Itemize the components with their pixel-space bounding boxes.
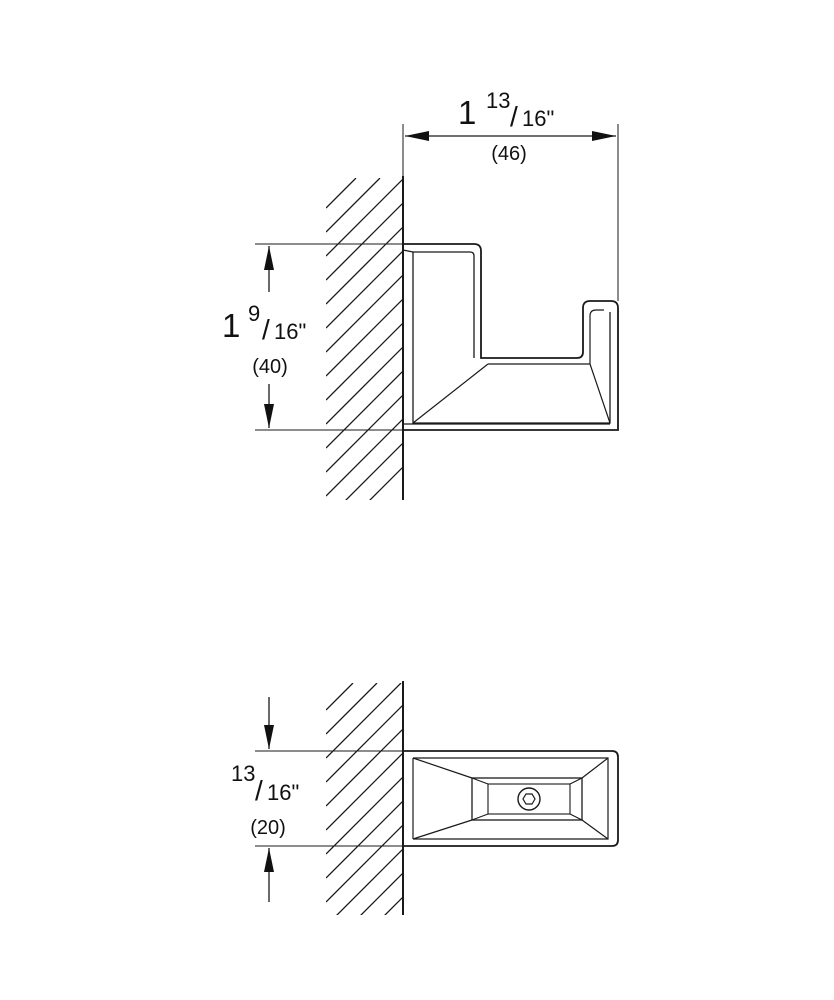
depth-num: 13: [231, 761, 255, 786]
hook-body-inner: [413, 757, 609, 840]
base-plate-side: [402, 249, 414, 253]
depth-mm: (20): [250, 817, 286, 839]
wall-hatching-top: [326, 178, 403, 500]
width-den: 16": [522, 106, 554, 131]
width-whole: 1: [458, 94, 476, 131]
center-recess-inner: [487, 783, 571, 815]
height-mm: (40): [252, 356, 288, 378]
side-view: 1 13 / 16" (46) 1 9 / 16" (40): [222, 88, 619, 500]
wall-hatching-bottom: [326, 683, 403, 915]
center-recess: [471, 777, 583, 821]
width-mm: (46): [491, 143, 527, 165]
height-whole: 1: [222, 307, 240, 344]
chamfer-left: [412, 363, 489, 424]
width-num: 13: [486, 88, 510, 113]
chamfer-right: [589, 363, 611, 424]
hook-outline: [403, 243, 619, 431]
set-screw-icon: [517, 787, 541, 811]
height-den: 16": [274, 319, 306, 344]
depth-den: 16": [267, 780, 299, 805]
hook-inner-top: [413, 251, 475, 358]
plan-view: 13 / 16" (20): [231, 681, 619, 915]
hex-socket-icon: [522, 793, 536, 805]
height-slash: /: [262, 314, 270, 345]
width-slash: /: [510, 101, 518, 132]
hook-body-plan: [403, 750, 619, 847]
depth-slash: /: [255, 775, 263, 806]
height-num: 9: [248, 301, 260, 326]
hook-tip-inner: [589, 309, 604, 364]
hook-inner-outline: [412, 252, 611, 424]
